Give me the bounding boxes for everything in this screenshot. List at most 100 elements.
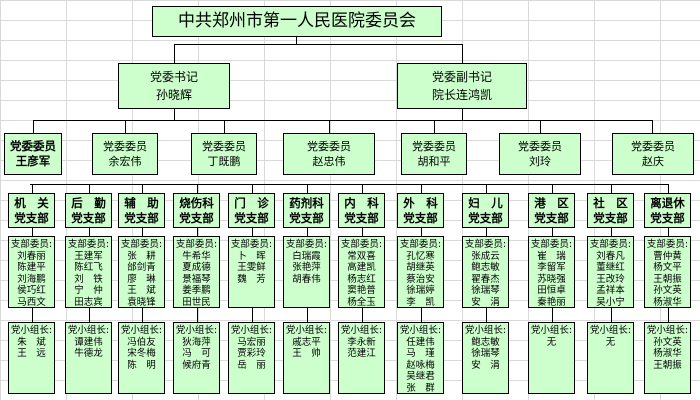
member-role: 党委委员	[10, 139, 56, 153]
committee-member-name: 胡春伟	[292, 273, 321, 285]
committee-member-name: 陈红飞	[74, 262, 103, 273]
connector	[421, 228, 422, 236]
branch-committee-box: 支部委员:牛希华夏成德景福琴姜季鹏田世民	[173, 236, 220, 308]
committee-member-name: 徐瑞琴	[471, 285, 500, 296]
connector	[652, 120, 653, 133]
branch-committee-box: 支部委员:崔 瑞李留军苏晓强田恒卓秦艳丽	[528, 236, 575, 308]
committee-label: 支部委员:	[175, 239, 218, 250]
connector	[89, 228, 90, 236]
member-name: 余宏伟	[108, 155, 142, 168]
committee-member-name: 曹仲黄	[653, 250, 682, 262]
branch-group-leaders-box: 党小组长:朱 斌王 远	[8, 322, 55, 394]
connector	[307, 228, 308, 236]
group-leader-name: 赵咏梅	[406, 359, 435, 371]
connector	[33, 120, 34, 133]
connector	[668, 184, 669, 193]
committee-member-name: 孔忆寒	[406, 250, 435, 262]
branch-committee-box: 支部委员:曹仲黄杨文平王朝振孙文英杨淑华	[644, 236, 691, 308]
branch-group-leaders-box: 党小组长:李永新范建江	[338, 322, 385, 394]
member-name: 王彦军	[15, 154, 51, 168]
branch-committee-box: 支部委员:孔忆寒胡继英蔡治安徐瑞婷李 凯	[397, 236, 444, 308]
group-leader-label: 党小组长:	[530, 325, 573, 336]
connector	[486, 228, 487, 236]
committee-label: 支部委员:	[464, 239, 507, 250]
branch-name-line: 党支部	[593, 211, 628, 225]
branch-name-line: 门 诊	[234, 196, 269, 210]
committee-label: 支部委员:	[67, 239, 110, 250]
branch-name-line: 烧伤科	[179, 196, 214, 210]
secretary-name: 孙晓辉	[155, 88, 192, 102]
branch-committee-box: 支部委员:王建军陈红飞刘 铁宁 仲田志宾	[65, 236, 112, 308]
committee-label: 支部委员:	[230, 239, 273, 250]
branch-name-line: 党支部	[344, 211, 379, 225]
branch-name-box: 机 关党支部	[8, 193, 55, 228]
committee-member-name: 孟祥本	[596, 285, 625, 296]
branch-name-line: 内 科	[344, 196, 379, 210]
connector	[174, 109, 175, 120]
secretary-box: 党委书记 孙晓辉	[118, 63, 230, 109]
group-leader-name: 范建江	[347, 348, 376, 359]
committee-member-name: 徐瑞婷	[406, 285, 435, 296]
committee-member-name: 李留军	[537, 262, 566, 273]
committee-member-name: 杨淑华	[653, 296, 682, 308]
member-box: 党委委员 余宏伟	[92, 133, 158, 175]
connector	[307, 308, 308, 322]
group-leader-label: 党小组长:	[120, 325, 163, 336]
group-leader-name: 无	[546, 336, 557, 348]
committee-member-name: 袁晓锋	[127, 296, 156, 308]
committee-member-name: 蔡治安	[406, 273, 435, 285]
committee-member-name: 高建凯	[347, 262, 376, 273]
group-leader-name: 王朝振	[653, 359, 682, 371]
member-role: 党委委员	[412, 140, 456, 153]
branch-name-line: 药剂科	[289, 196, 324, 210]
connector	[125, 120, 126, 133]
connector	[362, 228, 363, 236]
branch-group-leaders-box: 党小组长:狄海萍冯 可候府青	[173, 322, 220, 394]
committee-member-name: 翟春杰	[471, 273, 500, 285]
connector	[174, 44, 462, 45]
secretary-role: 党委书记	[149, 70, 198, 84]
branch-name-box: 内 科党支部	[338, 193, 385, 228]
committee-member-name: 王改玲	[596, 273, 625, 285]
branch-name-line: 党支部	[71, 211, 106, 225]
group-leader-name: 宋冬梅	[127, 348, 156, 359]
branch-name-line: 社 区	[593, 196, 628, 210]
group-leader-name: 马宏丽	[237, 336, 266, 348]
committee-label: 支部委员:	[285, 239, 328, 250]
branch-name-box: 烧伤科党支部	[173, 193, 220, 228]
member-role: 党委委员	[518, 140, 562, 153]
committee-member-name: 胡继英	[406, 262, 435, 273]
committee-member-name: 夏成德	[182, 262, 211, 273]
group-leader-name: 陈 明	[127, 359, 156, 371]
committee-member-name: 宁 仲	[74, 285, 103, 296]
branch-name-line: 离退休	[650, 196, 685, 210]
group-leader-name: 孙文英	[653, 336, 682, 348]
branch-name-line: 党支部	[650, 211, 685, 225]
connector	[32, 228, 33, 236]
branch-name-line: 党支部	[289, 211, 324, 225]
committee-member-name: 邰剑青	[127, 262, 156, 273]
branch-committee-box: 支部委员:卜 晖王雯鲜魏 芳	[228, 236, 275, 308]
committee-member-name: 王建军	[74, 250, 103, 262]
connector	[611, 228, 612, 236]
member-box: 党委委员 王彦军	[4, 133, 62, 175]
branch-name-box: 离退休党支部	[644, 193, 691, 228]
branch-group-leaders-box: 党小组长:任建伟马 瑾赵咏梅吴继君张 群	[397, 322, 444, 394]
connector	[421, 184, 422, 193]
group-leader-label: 党小组长:	[340, 325, 383, 336]
branch-name-line: 后 勤	[71, 196, 106, 210]
group-leader-name: 戚志平	[292, 336, 321, 348]
connector	[296, 37, 297, 44]
committee-member-name: 侯巧红	[17, 285, 46, 296]
branch-name-line: 港 区	[534, 196, 569, 210]
committee-member-name: 田志宾	[74, 296, 103, 308]
connector	[142, 308, 143, 322]
branch-committee-box: 支部委员:常双喜高建凯杨志红窦艳普杨全玉	[338, 236, 385, 308]
group-leader-name: 鲍志敏	[471, 336, 500, 348]
committee-member-name: 刘春丽	[17, 250, 46, 262]
group-leader-name: 李永新	[347, 336, 376, 348]
branch-group-leaders-box: 党小组长:谭建伟牛德龙	[65, 322, 112, 394]
connector	[552, 228, 553, 236]
group-leader-label: 党小组长:	[464, 325, 507, 336]
group-leader-name: 冯伯友	[127, 336, 156, 348]
